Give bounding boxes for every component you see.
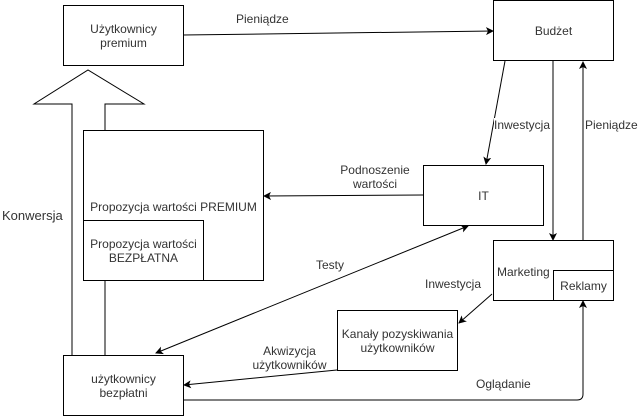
edge-label-tests: Testy [316,258,345,272]
node-label: Użytkownicy premium [90,21,157,50]
edge-marketing-to-channels [458,293,493,324]
node-it[interactable]: IT [423,165,544,226]
edge-label-ads-to-budget: Pieniądze [585,118,638,132]
node-free-users[interactable]: użytkownicy bezpłatni [63,355,184,416]
node-value-prop-free[interactable]: Propozycja wartości BEZPŁATNA [83,220,204,281]
node-label: Marketing [497,265,550,279]
edge-label-budget-to-it: Inwestycja [494,118,551,132]
edge-free-to-ads [184,300,587,401]
edge-label-free-to-ads: Oglądanie [476,377,531,391]
edge-label-it-to-value: Podnoszenie wartości [340,163,410,191]
edge-label-channels-to-free: Akwizycja użytkowników [252,344,327,372]
edge-tests [155,224,469,355]
node-label: Propozycja wartości PREMIUM [90,200,257,214]
node-label: Propozycja wartości BEZPŁATNA [90,236,197,265]
edge-channels-to-free [183,369,338,389]
edge-premium-to-budget [182,27,494,36]
edge-label-premium-to-budget: Pieniądze [236,12,289,26]
node-label: Kanały pozyskiwania użytkowników [341,326,454,355]
node-premium-users[interactable]: Użytkownicy premium [63,5,184,66]
edge-it-to-value [263,191,424,200]
node-ads[interactable]: Reklamy [553,270,614,301]
edge-label-conversion: Konwersja [2,208,63,223]
node-label: Budżet [534,23,573,38]
node-acquisition-channels[interactable]: Kanały pozyskiwania użytkowników [337,310,458,371]
node-label: użytkownicy bezpłatni [91,371,156,400]
node-label: IT [478,188,489,203]
edge-label-marketing-to-channels: Inwestycja [425,277,482,291]
node-label: Reklamy [560,278,607,293]
edge-budget-to-it [483,60,506,165]
node-budget[interactable]: Budżet [493,0,614,61]
